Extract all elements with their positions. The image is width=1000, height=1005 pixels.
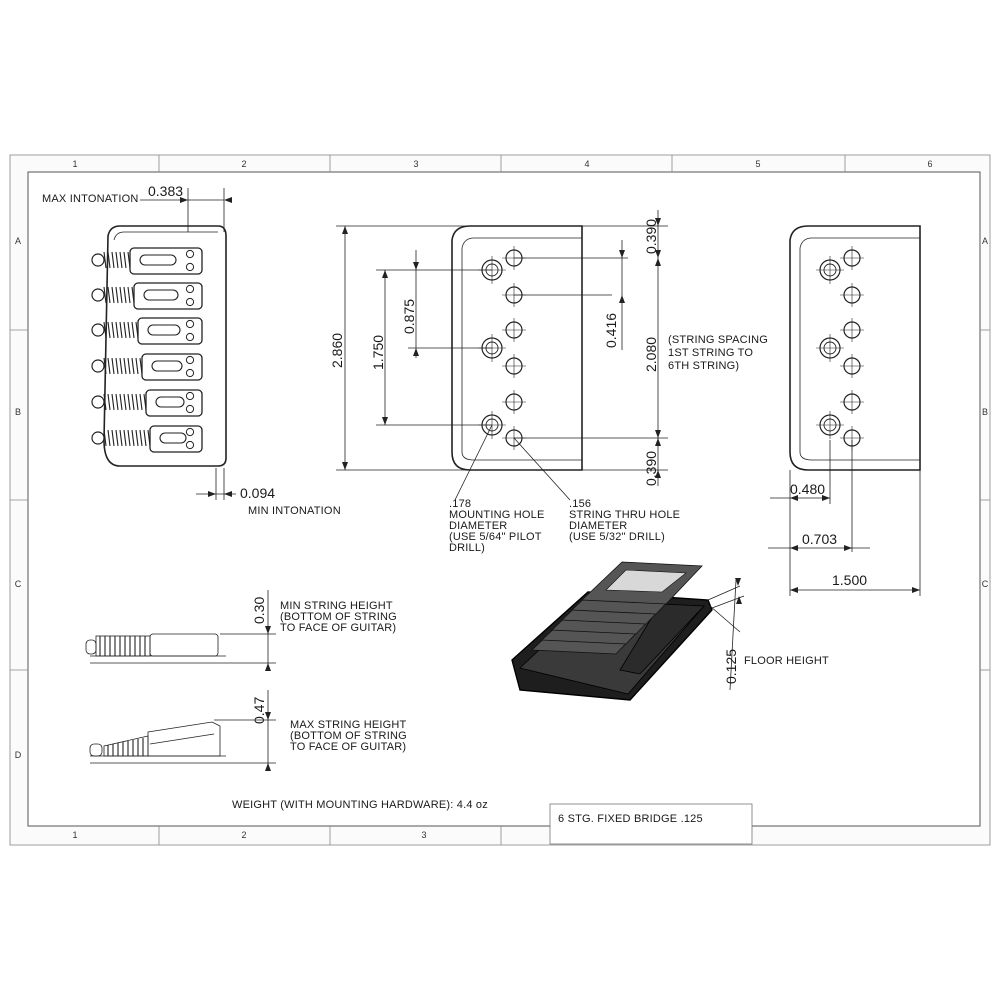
zone-top-1: 1 bbox=[72, 159, 77, 169]
mounting-hole-line-3: DIAMETER bbox=[449, 520, 507, 532]
top-margin-value: 0.390 bbox=[643, 219, 659, 254]
max-string-height-line-2: (BOTTOM OF STRING bbox=[290, 730, 407, 742]
saddle-slot bbox=[151, 360, 183, 372]
saddle-screw-head bbox=[91, 359, 105, 373]
mount-hole-span-value: 1.750 bbox=[370, 335, 386, 370]
string-thru-line-1: .156 bbox=[569, 498, 591, 510]
height-screw bbox=[185, 404, 195, 414]
min-intonation-label: MIN INTONATION bbox=[248, 505, 341, 517]
saddle-screw-head bbox=[91, 288, 105, 302]
height-screw bbox=[185, 319, 195, 329]
saddle-screw-head bbox=[91, 253, 105, 267]
dim-480-value: 0.480 bbox=[790, 481, 825, 497]
height-screw bbox=[185, 249, 195, 259]
saddle-row bbox=[91, 247, 203, 453]
overall-width-value: 1.500 bbox=[832, 572, 867, 588]
max-string-height-line-1: MAX STRING HEIGHT bbox=[290, 719, 407, 731]
zone-top-2: 2 bbox=[241, 159, 246, 169]
height-screw bbox=[185, 391, 195, 401]
bridge-top-view-saddles bbox=[91, 225, 227, 467]
floor-height-value: 0.125 bbox=[723, 649, 739, 684]
string-thru-line-4: (USE 5/32" DRILL) bbox=[569, 531, 665, 543]
mounting-hole-line-4: (USE 5/64" PILOT bbox=[449, 531, 542, 543]
height-screw bbox=[185, 262, 195, 272]
zone-right-b: B bbox=[982, 407, 988, 417]
min-string-height-line-2: (BOTTOM OF STRING bbox=[280, 611, 397, 623]
string-spacing-label-1: (STRING SPACING bbox=[668, 334, 768, 346]
max-height-value: 0.47 bbox=[251, 697, 267, 724]
zone-left-c: C bbox=[15, 579, 22, 589]
saddle-slot bbox=[159, 432, 187, 444]
min-string-height-line-3: TO FACE OF GUITAR) bbox=[280, 622, 396, 634]
zone-right-a: A bbox=[982, 236, 988, 246]
title-block-text: 6 STG. FIXED BRIDGE .125 bbox=[558, 813, 703, 825]
weight-note: WEIGHT (WITH MOUNTING HARDWARE): 4.4 oz bbox=[232, 799, 488, 811]
zone-bottom-1: 1 bbox=[72, 830, 77, 840]
dim-703-value: 0.703 bbox=[802, 531, 837, 547]
side-view-max-height bbox=[89, 721, 226, 764]
mounting-hole-line-1: .178 bbox=[449, 498, 471, 510]
zone-top-3: 3 bbox=[413, 159, 418, 169]
zone-bottom-3: 3 bbox=[421, 830, 426, 840]
string-thru-line-3: DIAMETER bbox=[569, 520, 627, 532]
sheet-frame bbox=[27, 171, 981, 827]
zone-left-d: D bbox=[15, 750, 22, 760]
max-string-height-line-3: TO FACE OF GUITAR) bbox=[290, 741, 406, 753]
max-intonation-value: 0.383 bbox=[148, 183, 183, 199]
height-screw bbox=[185, 368, 195, 378]
saddle-body bbox=[149, 425, 203, 453]
bridge-isometric-view bbox=[511, 561, 713, 701]
min-height-value: 0.30 bbox=[251, 597, 267, 624]
title-block bbox=[549, 803, 753, 845]
string-hole-offset-value: 0.416 bbox=[603, 313, 619, 348]
saddle-screw-head bbox=[91, 395, 105, 409]
zone-ticks-top bbox=[10, 155, 990, 845]
height-screw bbox=[185, 440, 195, 450]
zone-top-4: 4 bbox=[584, 159, 589, 169]
min-string-height-line-1: MIN STRING HEIGHT bbox=[280, 600, 393, 612]
saddle-screw-head bbox=[91, 431, 105, 445]
min-intonation-value: 0.094 bbox=[240, 485, 275, 501]
floor-height-label: FLOOR HEIGHT bbox=[744, 655, 829, 667]
saddle-slot bbox=[155, 396, 185, 408]
height-screw bbox=[185, 355, 195, 365]
mounting-hole-line-2: MOUNTING HOLE bbox=[449, 509, 545, 521]
zone-left-a: A bbox=[15, 236, 21, 246]
height-screw bbox=[185, 332, 195, 342]
saddle-screw-head bbox=[91, 323, 105, 337]
zone-bottom-2: 2 bbox=[241, 830, 246, 840]
height-screw bbox=[185, 297, 195, 307]
zone-left-b: B bbox=[15, 407, 21, 417]
mounting-hole-line-5: DRILL) bbox=[449, 542, 485, 554]
height-screw bbox=[185, 427, 195, 437]
string-thru-line-2: STRING THRU HOLE bbox=[569, 509, 680, 521]
zone-top-5: 5 bbox=[755, 159, 760, 169]
height-screw bbox=[185, 284, 195, 294]
saddle-body bbox=[145, 389, 203, 417]
string-spacing-label-2: 1ST STRING TO bbox=[668, 347, 753, 359]
mount-hole-half-value: 0.875 bbox=[401, 299, 417, 334]
zone-top-6: 6 bbox=[927, 159, 932, 169]
max-intonation-label: MAX INTONATION bbox=[42, 193, 139, 205]
side-view-min-height bbox=[85, 633, 226, 664]
string-spacing-value: 2.080 bbox=[643, 337, 659, 372]
saddle-slot bbox=[147, 324, 181, 336]
saddle-slot bbox=[143, 289, 179, 301]
iso-saddle-slot bbox=[605, 569, 687, 593]
string-spacing-label-3: 6TH STRING) bbox=[668, 360, 739, 372]
bottom-margin-value: 0.390 bbox=[643, 451, 659, 486]
iso-saddles bbox=[531, 561, 703, 655]
overall-length-value: 2.860 bbox=[329, 333, 345, 368]
zone-right-c: C bbox=[982, 579, 989, 589]
saddle-slot bbox=[139, 254, 177, 266]
